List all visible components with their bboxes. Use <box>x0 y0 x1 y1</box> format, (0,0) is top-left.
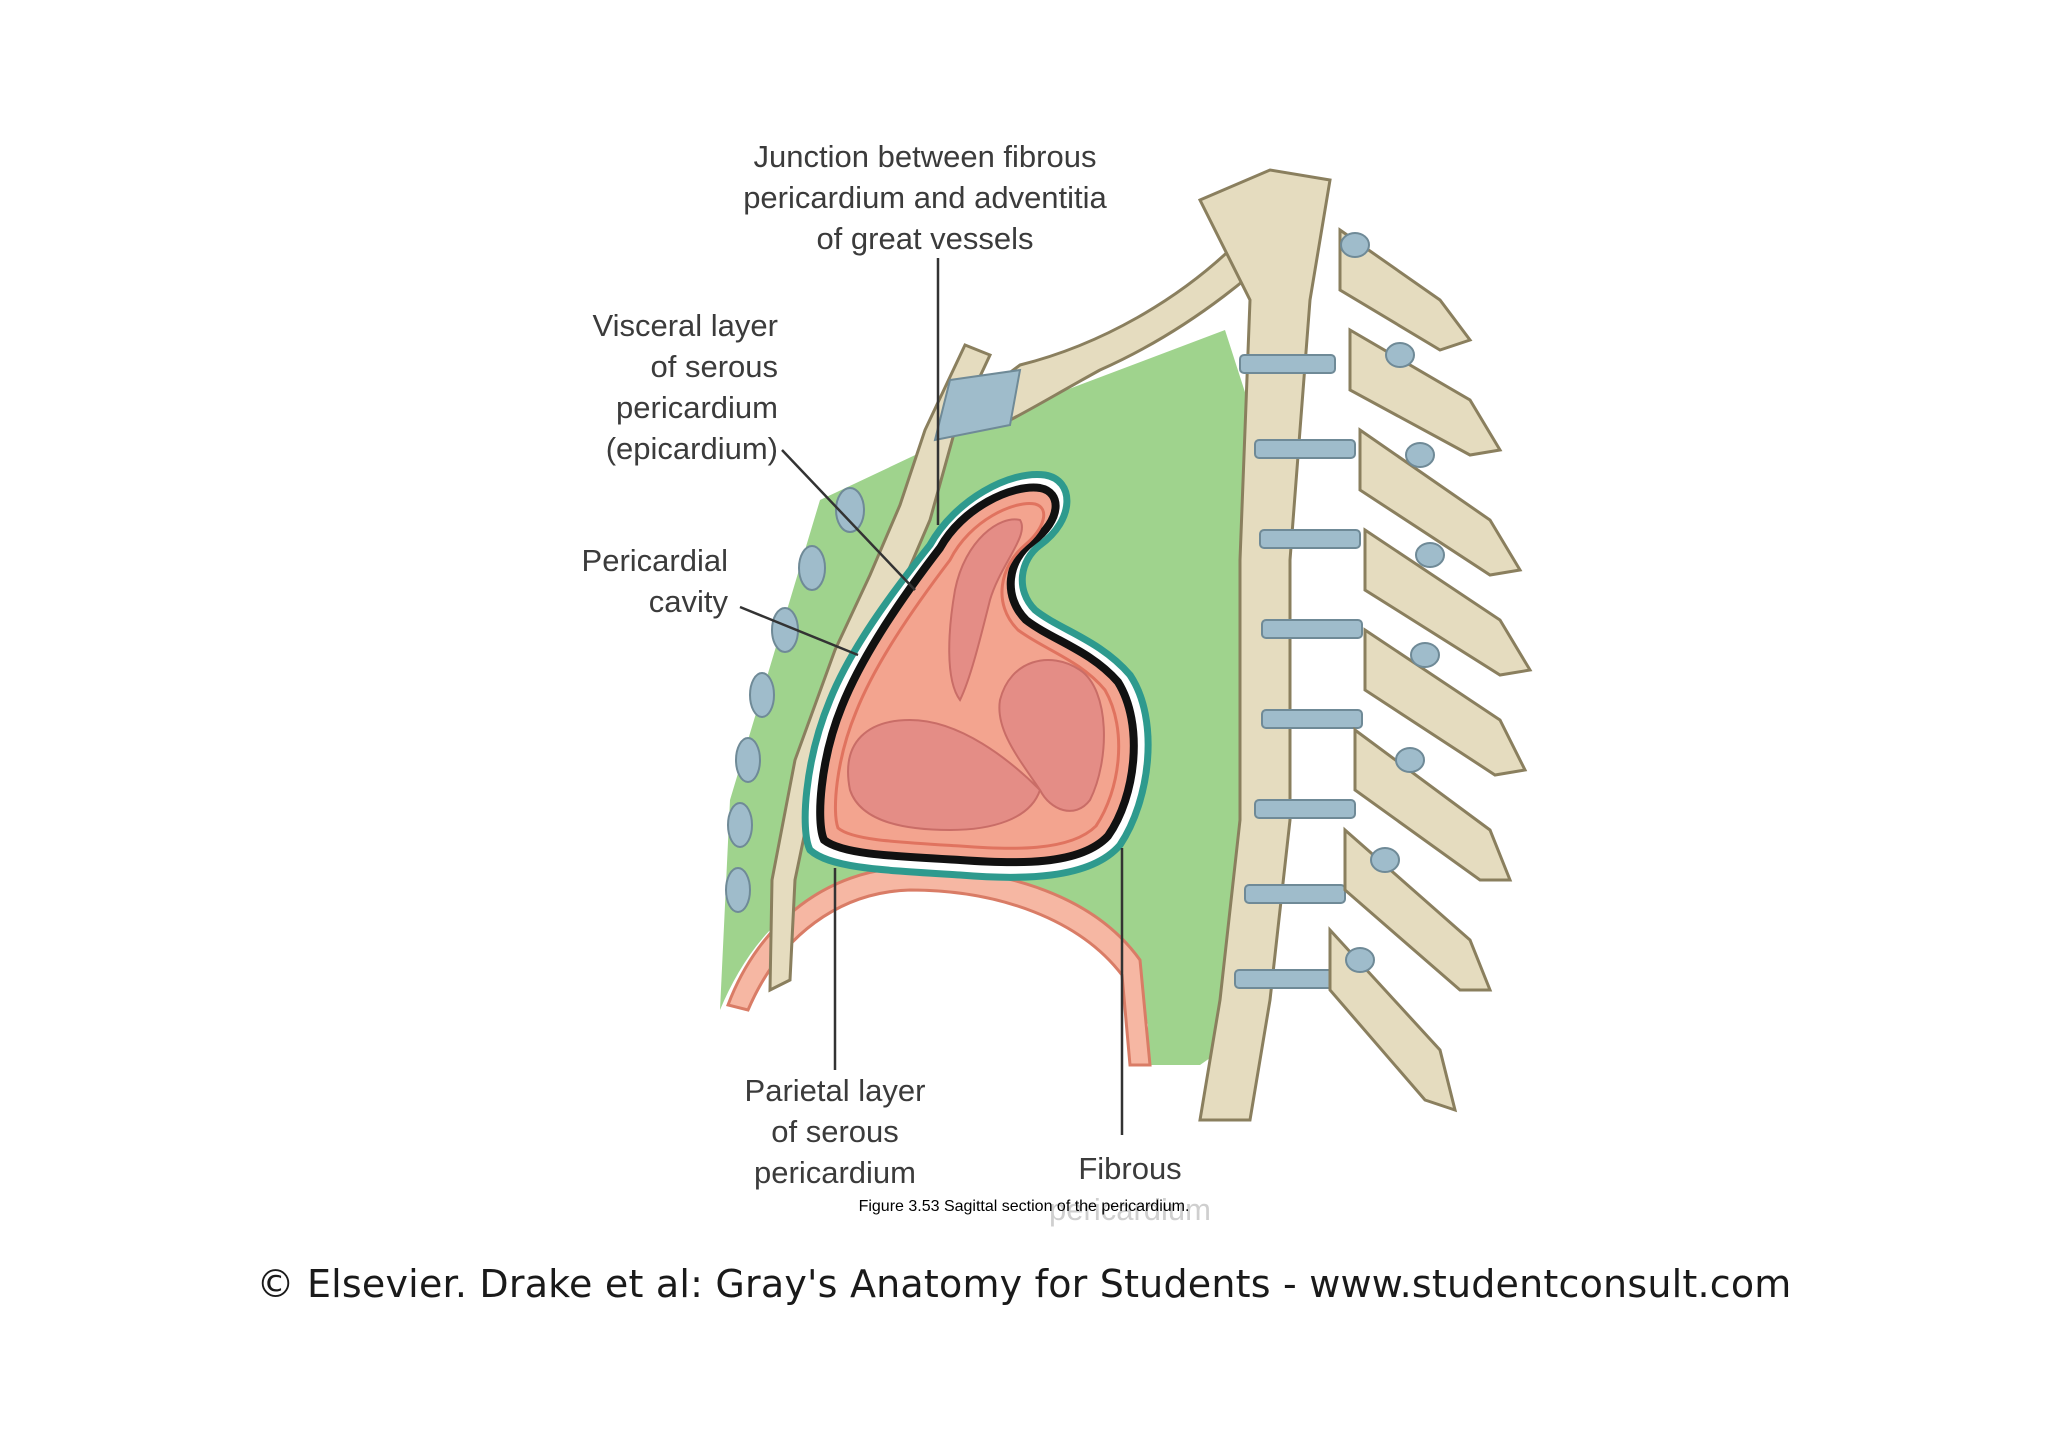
label-fibrous-line-1: Fibrous <box>1078 1151 1182 1186</box>
label-fibrous: Fibrous pericardium <box>1030 1148 1230 1230</box>
label-cavity: Pericardial cavity <box>520 540 728 622</box>
label-visceral-line-4: (epicardium) <box>605 431 778 466</box>
label-visceral-line-3: pericardium <box>616 390 778 425</box>
label-visceral: Visceral layer of serous pericardium (ep… <box>530 305 778 469</box>
label-junction: Junction between fibrous pericardium and… <box>700 136 1150 259</box>
label-junction-line-2: pericardium and adventitia <box>743 180 1107 215</box>
label-parietal: Parietal layer of serous pericardium <box>700 1070 970 1193</box>
label-fibrous-line-2: pericardium <box>1049 1192 1211 1227</box>
label-visceral-line-1: Visceral layer <box>592 308 778 343</box>
label-parietal-line-2: of serous <box>771 1114 899 1149</box>
leader-lines <box>739 258 1124 1135</box>
label-parietal-line-3: pericardium <box>754 1155 916 1190</box>
rib-cartilages-anterior <box>725 487 865 913</box>
label-junction-line-3: of great vessels <box>816 221 1034 256</box>
label-junction-line-1: Junction between fibrous <box>753 139 1097 174</box>
label-cavity-line-1: Pericardial <box>581 543 728 578</box>
figure-caption: Figure 3.53 Sagittal section of the peri… <box>858 1198 1190 1215</box>
copyright-notice: © Elsevier. Drake et al: Gray's Anatomy … <box>256 1262 1792 1306</box>
label-visceral-line-2: of serous <box>650 349 778 384</box>
first-rib-cartilage <box>933 368 1022 442</box>
aorta-chamber <box>948 518 1023 702</box>
left-atrium-chamber <box>998 659 1105 812</box>
label-cavity-line-2: cavity <box>648 584 728 619</box>
label-parietal-line-1: Parietal layer <box>744 1073 926 1108</box>
vertebral-column <box>1197 168 1533 1122</box>
diaphragm <box>726 866 1152 1067</box>
